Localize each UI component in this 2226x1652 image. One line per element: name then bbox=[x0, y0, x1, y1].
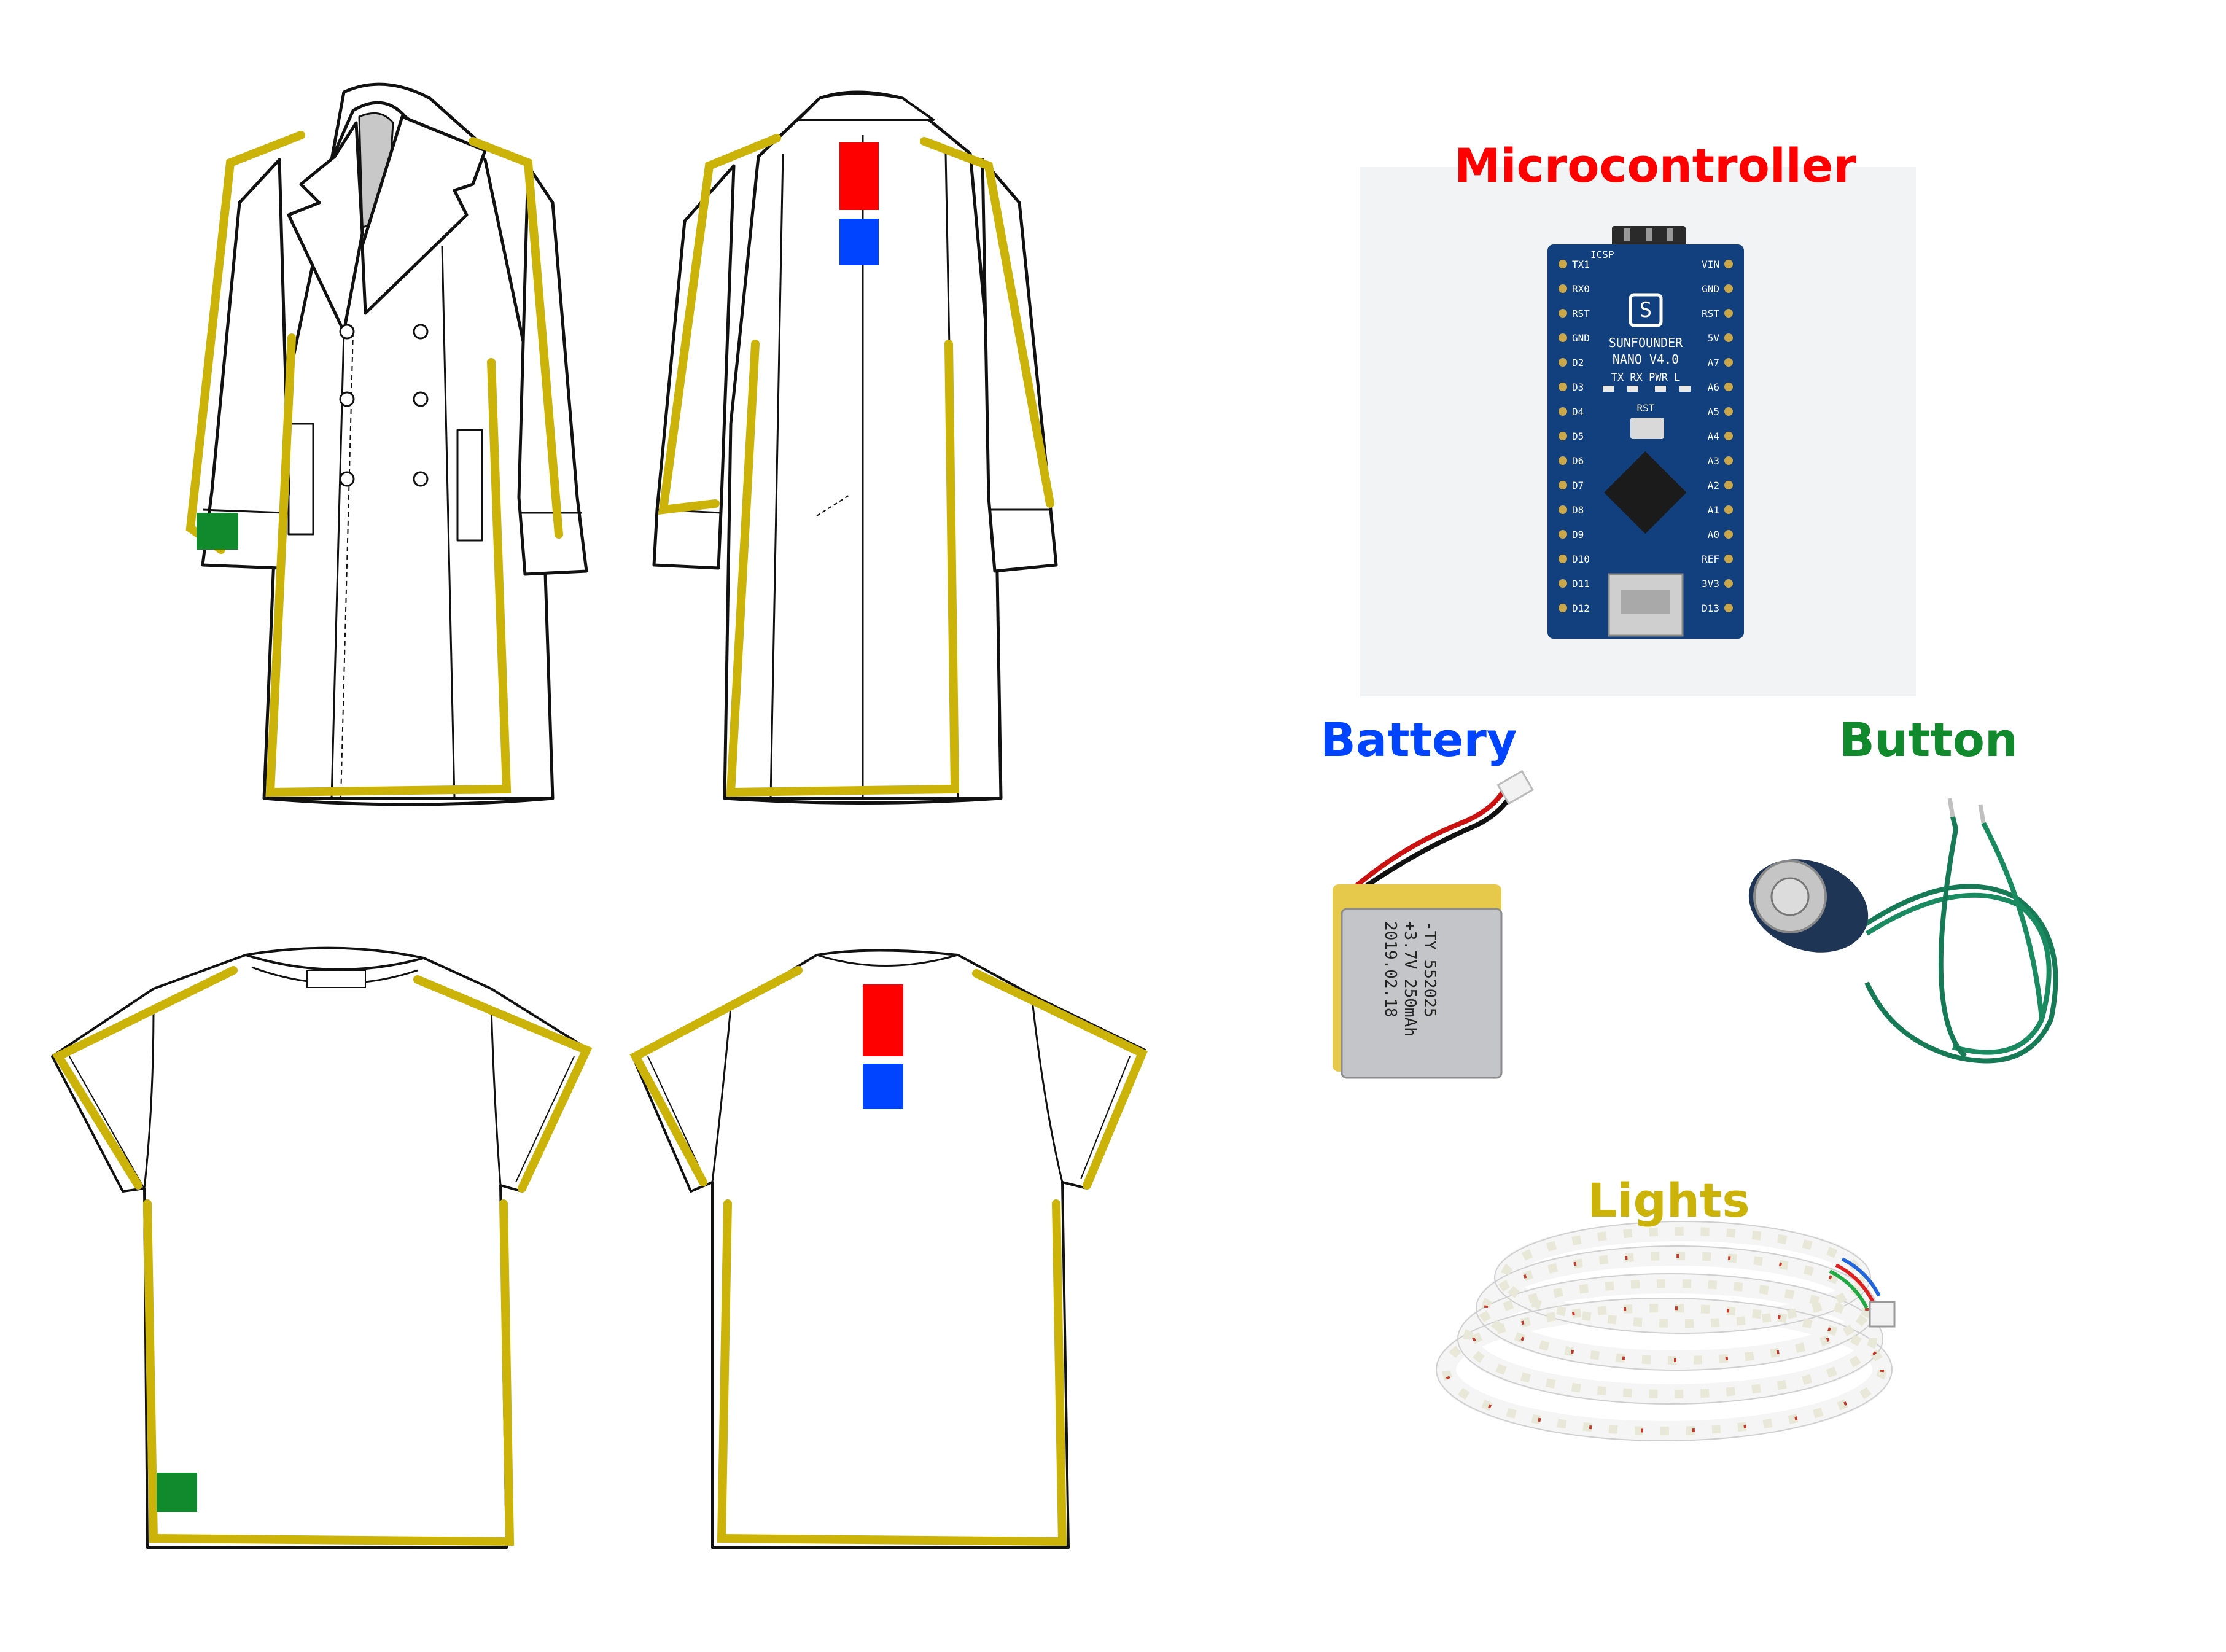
label-lights: Lights bbox=[1587, 1177, 1750, 1224]
board-pin-left-d10: D10 bbox=[1572, 553, 1590, 565]
board-pin-left-d6: D6 bbox=[1572, 455, 1584, 467]
board-logo-icon: S bbox=[1640, 298, 1652, 322]
board-pin-left-rx0: RX0 bbox=[1572, 283, 1590, 295]
board-rst-label: RST bbox=[1637, 402, 1655, 414]
board-pin-left-rst: RST bbox=[1572, 308, 1590, 319]
tshirt-back-microcontroller-marker bbox=[863, 984, 903, 1056]
tshirt-front-button-marker bbox=[157, 1473, 197, 1512]
board-pin-right-5v: 5V bbox=[1708, 332, 1720, 344]
board-pin-left-d2: D2 bbox=[1572, 357, 1584, 368]
battery-date: 2019.02.18 bbox=[1381, 921, 1399, 1018]
board-pin-left-d5: D5 bbox=[1572, 431, 1584, 442]
board-pin-left-tx1: TX1 bbox=[1572, 259, 1590, 270]
battery-photo: -TY 552025 +3.7V 250mAh 2019.02.18 bbox=[1333, 771, 1533, 1078]
board-model: NANO V4.0 bbox=[1613, 352, 1679, 367]
board-pin-left-d9: D9 bbox=[1572, 529, 1584, 540]
board-reset-button bbox=[1630, 418, 1664, 439]
board-pin-right-a3: A3 bbox=[1708, 455, 1719, 467]
board-pin-right-a5: A5 bbox=[1708, 406, 1719, 418]
board-pin-right-a2: A2 bbox=[1708, 480, 1719, 491]
lights-photo bbox=[1436, 1221, 1894, 1441]
board-pin-right-ref: REF bbox=[1702, 553, 1719, 565]
board-pin-right-vin: VIN bbox=[1702, 259, 1719, 270]
board-pin-right-d13: D13 bbox=[1702, 602, 1719, 614]
board-pin-right-a7: A7 bbox=[1708, 357, 1719, 368]
label-microcontroller: Microcontroller bbox=[1454, 142, 1856, 189]
board-pin-left-d8: D8 bbox=[1572, 504, 1584, 516]
icsp-label: ICSP bbox=[1590, 249, 1614, 260]
board-pin-right-gnd: GND bbox=[1702, 283, 1719, 295]
board-brand: SUNFOUNDER bbox=[1609, 335, 1683, 350]
board-pin-right-a0: A0 bbox=[1708, 529, 1719, 540]
board-pin-left-d7: D7 bbox=[1572, 480, 1584, 491]
label-button: Button bbox=[1839, 717, 2018, 763]
microcontroller-photo: S SUNFOUNDER NANO V4.0 TX RX PWR L RST I… bbox=[1360, 167, 1916, 696]
board-pin-right-rst: RST bbox=[1702, 308, 1719, 319]
coat-back-battery-marker bbox=[839, 219, 879, 265]
board-pin-left-gnd: GND bbox=[1572, 332, 1590, 344]
board-pin-right-a1: A1 bbox=[1708, 504, 1719, 516]
button-photo bbox=[1735, 798, 2055, 1061]
board-pin-left-d3: D3 bbox=[1572, 381, 1584, 393]
tshirt-back-battery-marker bbox=[863, 1064, 903, 1109]
coat-front-button-marker bbox=[197, 513, 238, 550]
battery-connector bbox=[1498, 771, 1532, 804]
board-led-labels: TX RX PWR L bbox=[1611, 372, 1681, 384]
board-pin-right-3v3: 3V3 bbox=[1702, 578, 1719, 590]
board-pin-left-d12: D12 bbox=[1572, 602, 1590, 614]
board-pin-left-d4: D4 bbox=[1572, 406, 1584, 418]
board-pin-left-d11: D11 bbox=[1572, 578, 1590, 590]
lights-connector bbox=[1870, 1302, 1894, 1327]
push-button-icon bbox=[1772, 878, 1808, 915]
coat-back-microcontroller-marker bbox=[839, 142, 879, 210]
label-battery: Battery bbox=[1320, 717, 1517, 763]
battery-rating: +3.7V 250mAh bbox=[1401, 921, 1419, 1037]
board-pin-right-a6: A6 bbox=[1708, 381, 1719, 393]
board-pin-right-a4: A4 bbox=[1708, 431, 1719, 442]
battery-model: -TY 552025 bbox=[1420, 921, 1439, 1018]
